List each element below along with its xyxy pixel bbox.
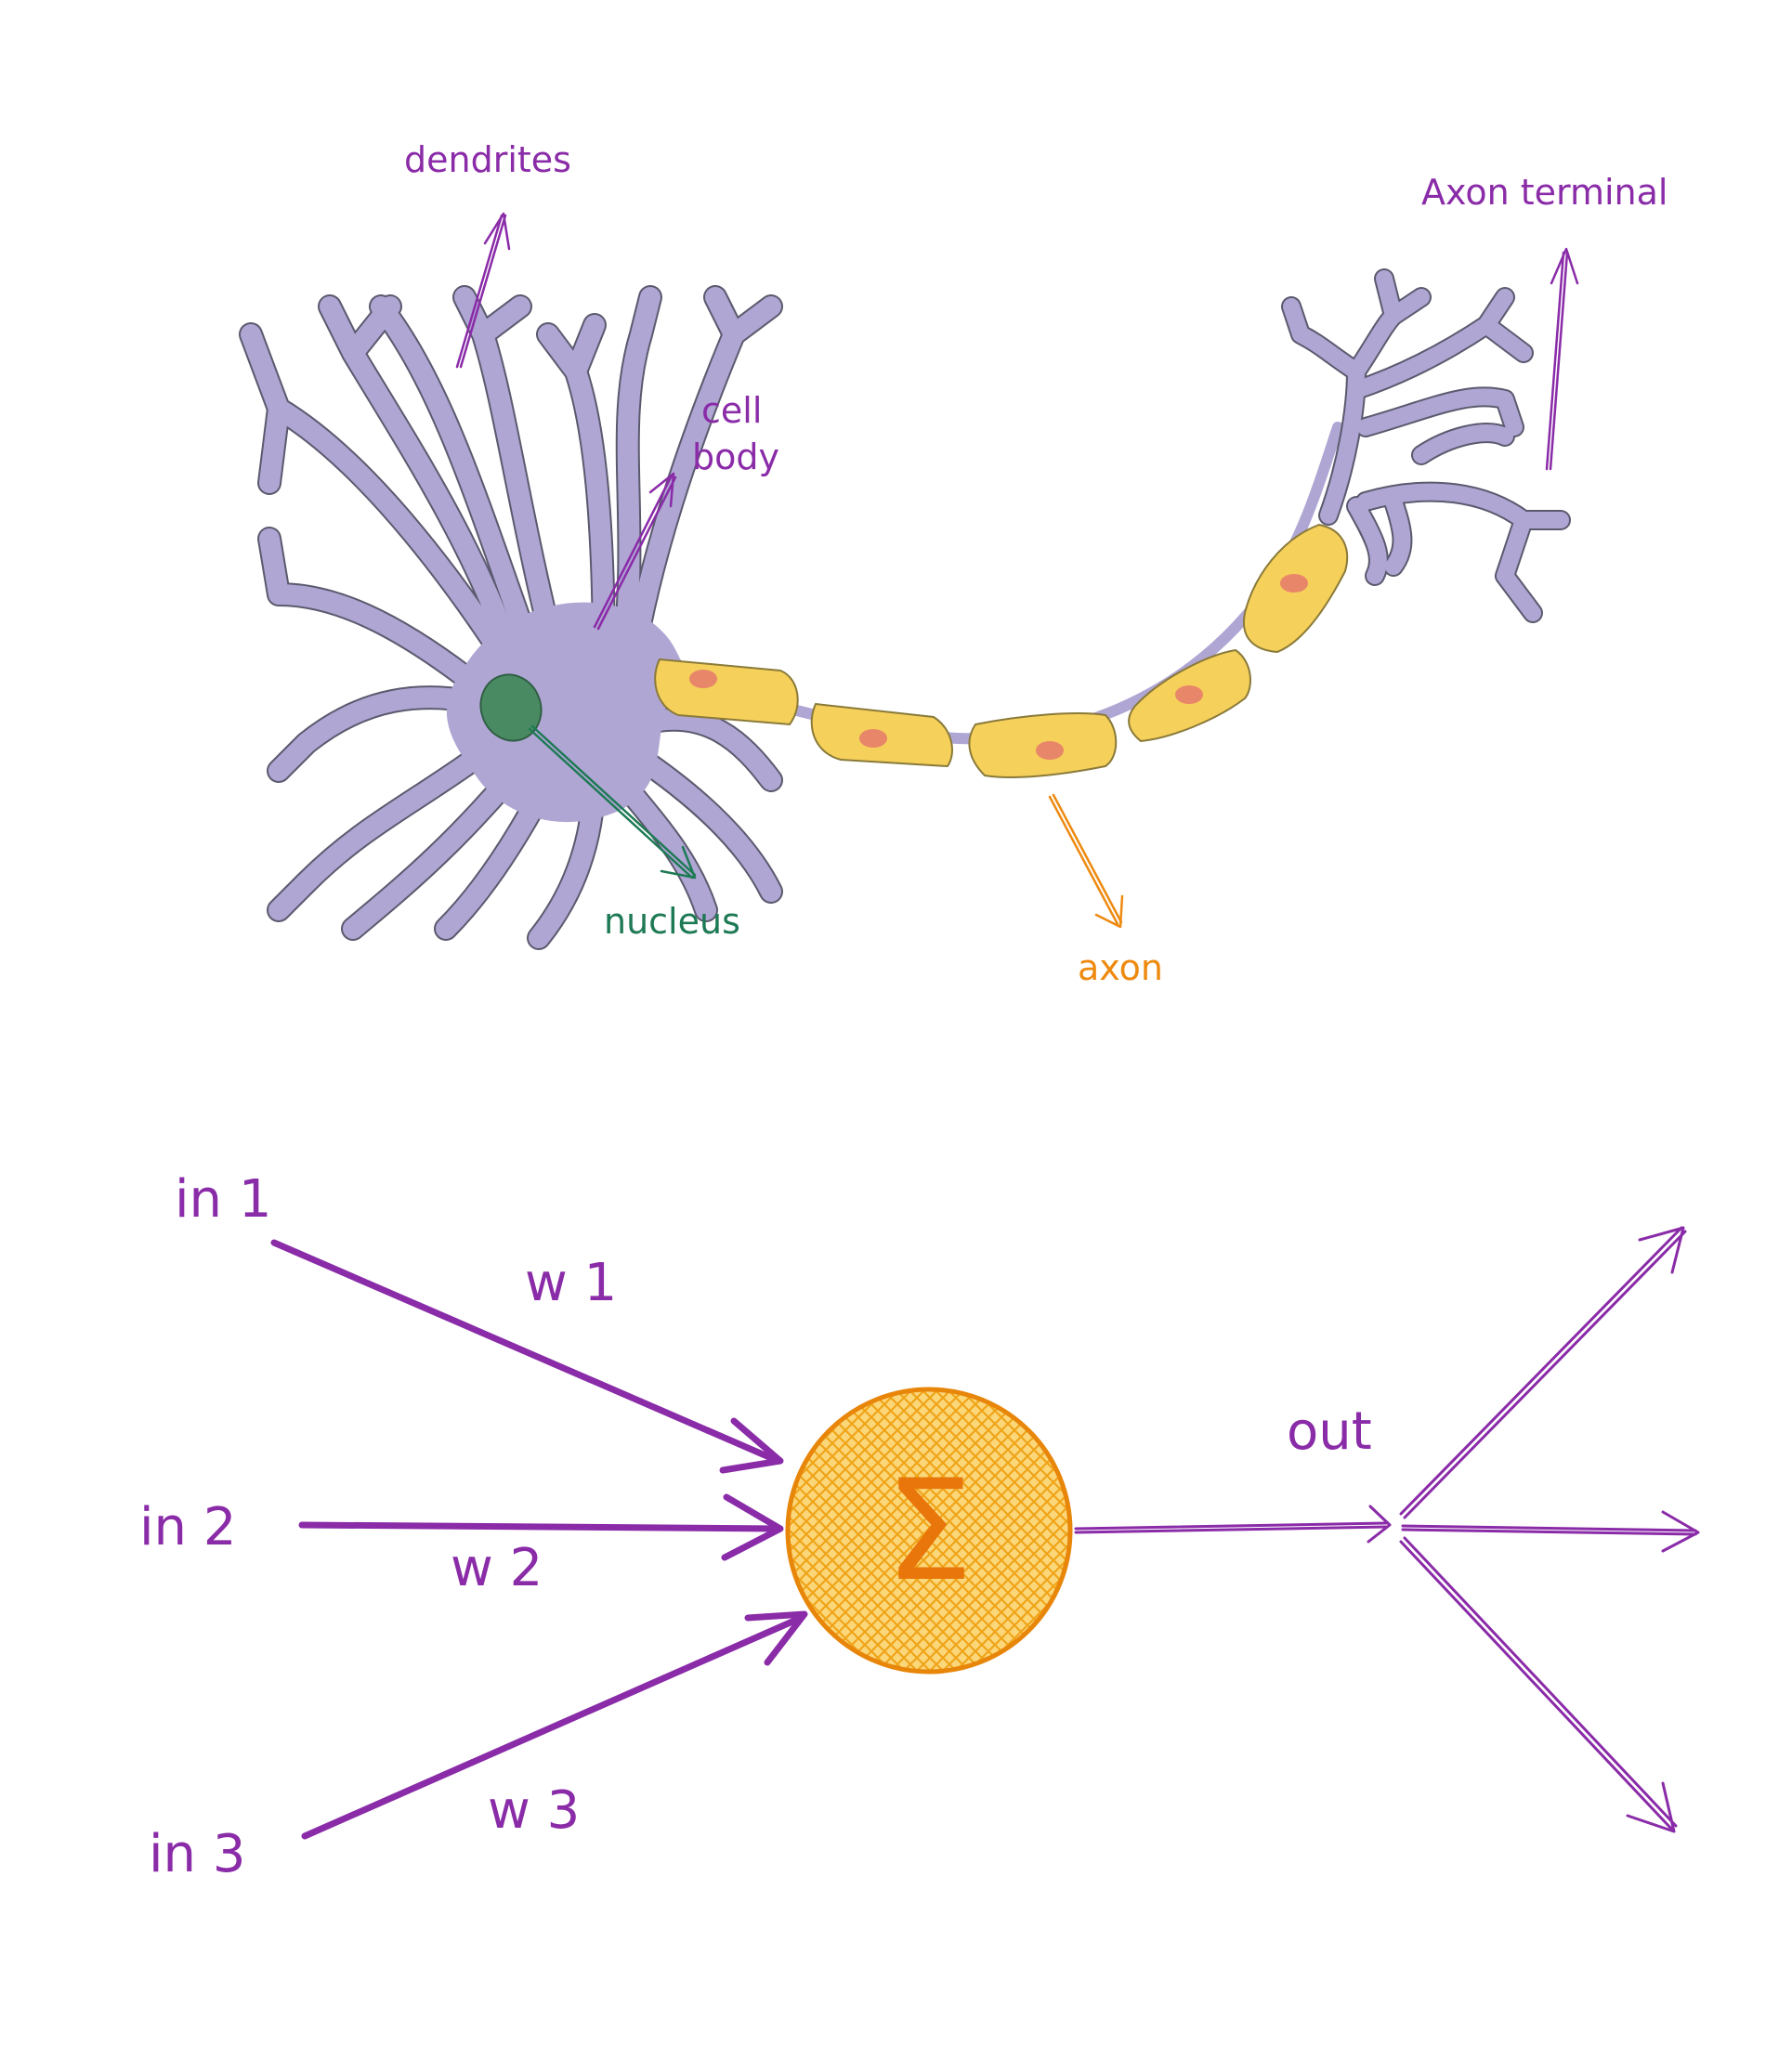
schwann-nucleus (859, 729, 887, 748)
axon-label: axon (1078, 947, 1163, 988)
cell-body-label-line1: cell (701, 390, 762, 431)
summation-circle (785, 1387, 1073, 1675)
nucleus-shape (479, 673, 543, 742)
artificial-neuron-perceptron: Σ in (139, 1169, 1700, 1884)
branch-down-arrow-icon (1399, 1536, 1678, 1833)
axon-terminal-branches (1281, 268, 1571, 623)
schwann-nucleus (689, 670, 717, 688)
dendrites-arrow-icon (455, 212, 511, 369)
axon-terminal-arrow-icon (1545, 247, 1579, 471)
schwann-nucleus (1280, 574, 1308, 593)
input-1-arrow-icon (270, 1239, 784, 1474)
myelin-segment (1128, 648, 1251, 743)
myelin-segment (1242, 523, 1349, 654)
dendrites-label: dendrites (404, 139, 571, 180)
weight-2-label: w 2 (451, 1538, 543, 1598)
cell-body-soma (446, 602, 709, 823)
summation-node: Σ (785, 1387, 1073, 1675)
weight-3-label: w 3 (488, 1780, 580, 1841)
branch-up-arrow-icon (1399, 1226, 1687, 1519)
cell-body-arrow-icon (593, 472, 677, 631)
myelin-sheath (654, 523, 1349, 778)
input-3-label: in 3 (149, 1824, 245, 1884)
schwann-nucleus (1175, 685, 1203, 704)
weight-1-label: w 1 (525, 1253, 617, 1313)
output-label: out (1287, 1401, 1372, 1462)
input-2-label: in 2 (139, 1497, 236, 1557)
dendrite-fill (241, 287, 781, 948)
neuron-dendrites (239, 285, 783, 950)
axon-arrow-icon (1048, 793, 1124, 929)
cell-body-label-line2: body (692, 437, 779, 477)
nucleus-label: nucleus (604, 901, 740, 942)
sigma-symbol: Σ (885, 1451, 974, 1612)
myelin-segment (810, 702, 953, 768)
myelin-segment (968, 712, 1118, 778)
biological-neuron: dendrites Axon terminal cell body nucleu… (239, 139, 1668, 988)
schwann-nucleus (1036, 741, 1064, 760)
input-1-label: in 1 (175, 1169, 271, 1230)
output-arrow-icon (1074, 1505, 1392, 1544)
myelin-segment (654, 658, 799, 726)
terminal-fill (1283, 270, 1569, 621)
input-2-arrow-icon (298, 1493, 784, 1561)
axon-terminal-label: Axon terminal (1421, 172, 1668, 213)
input-3-arrow-icon (301, 1610, 808, 1840)
nucleus-arrow-icon (528, 724, 697, 880)
axon-fiber (649, 422, 1343, 745)
branch-mid-arrow-icon (1401, 1510, 1700, 1553)
